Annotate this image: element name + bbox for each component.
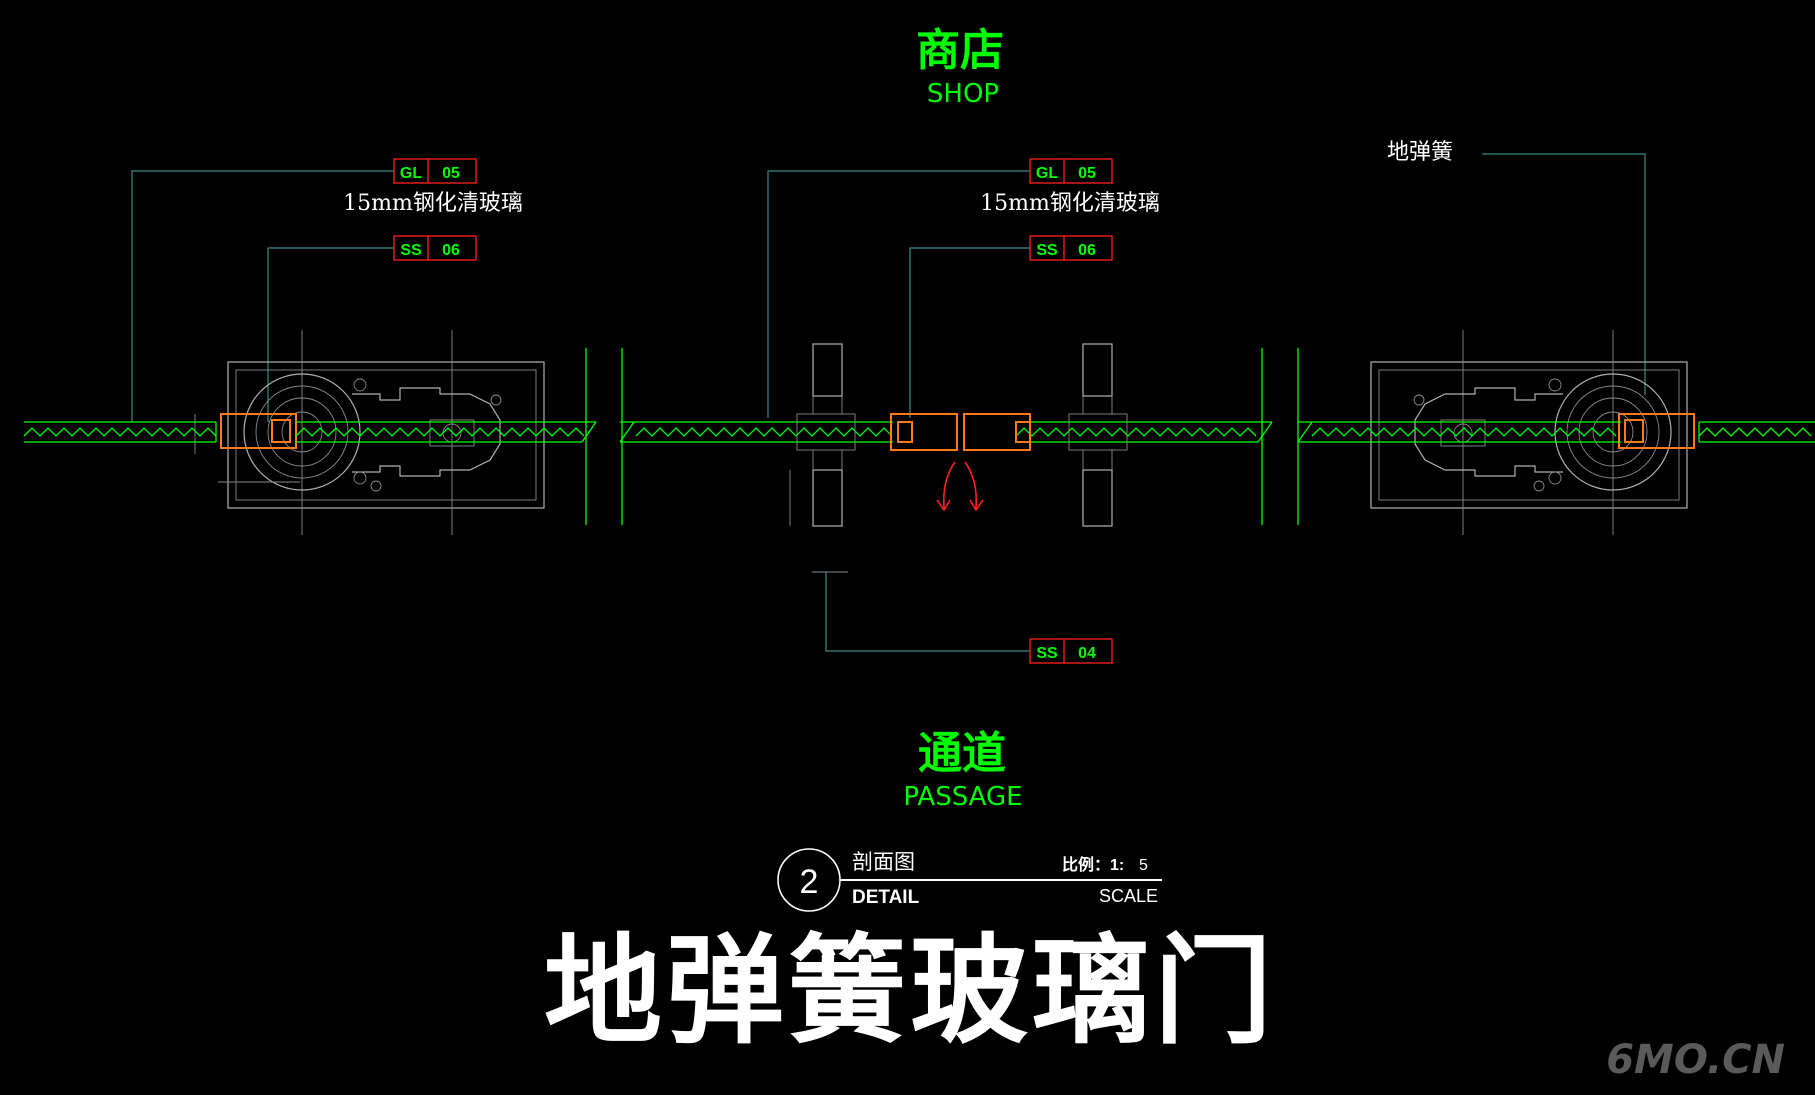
shop-title-en: SHOP	[927, 79, 999, 109]
detail-callout: 2 剖面图 DETAIL 比例：1: 5 SCALE	[777, 848, 1162, 912]
tag-ss-04: SS 04	[1029, 638, 1113, 664]
door-handles	[789, 343, 1128, 573]
scale-en: SCALE	[1099, 886, 1158, 906]
tag-code: SS	[1036, 242, 1058, 259]
tag-num: 05	[442, 165, 460, 182]
glass-label-mid: 15mm钢化清玻璃	[980, 191, 1160, 216]
watermark: 6MO.CN	[1606, 1037, 1785, 1083]
glass-panels	[23, 348, 1815, 525]
tag-num: 05	[1078, 165, 1096, 182]
tag-gl-05-left: GL 05	[393, 158, 477, 184]
tag-ss-06-mid: SS 06	[1029, 235, 1113, 261]
shop-title-cn: 商店	[916, 25, 1004, 76]
tag-gl-05-mid: GL 05	[1029, 158, 1113, 184]
main-title: 地弹簧玻璃门	[544, 922, 1276, 1060]
tag-code: GL	[400, 165, 422, 182]
glass-label-left: 15mm钢化清玻璃	[343, 191, 523, 216]
passage-title-cn: 通道	[918, 728, 1006, 779]
scale-value: 5	[1139, 857, 1148, 874]
tag-num: 06	[1078, 242, 1096, 259]
detail-name-cn: 剖面图	[852, 851, 915, 874]
tag-code: SS	[400, 242, 422, 259]
tag-code: SS	[1036, 645, 1058, 662]
passage-title-en: PASSAGE	[903, 782, 1022, 812]
tag-ss-06-left: SS 06	[393, 235, 477, 261]
leader-lines	[131, 153, 1646, 652]
detail-name-en: DETAIL	[852, 887, 920, 908]
scale-label-cn: 比例：1:	[1062, 855, 1124, 874]
center-stiles	[890, 413, 1031, 512]
tag-num: 04	[1078, 645, 1096, 662]
tag-code: GL	[1036, 165, 1058, 182]
detail-number: 2	[800, 863, 819, 901]
floor-spring-left	[194, 330, 545, 535]
tag-num: 06	[442, 242, 460, 259]
floor-spring-label: 地弹簧	[1387, 140, 1453, 165]
